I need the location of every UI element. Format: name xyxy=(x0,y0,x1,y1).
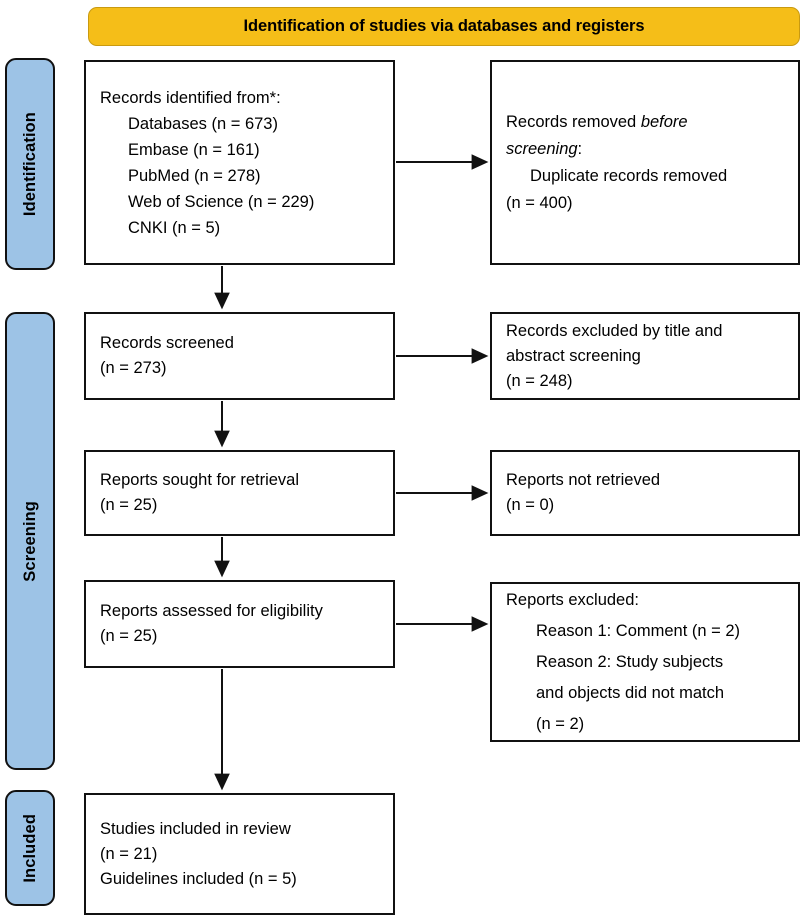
studies-included-guidelines: Guidelines included (n = 5) xyxy=(100,869,297,888)
records-identified-item-web-of-science: Web of Science (n = 229) xyxy=(128,192,315,211)
records-identified-item-pubmed: PubMed (n = 278) xyxy=(128,166,261,185)
stage-tab-included-label: Included xyxy=(20,813,39,883)
studies-included-count: (n = 21) xyxy=(100,844,158,863)
box-studies-included-in-review: Studies included in review (n = 21) Guid… xyxy=(84,793,395,915)
reports-excluded-reason-1: Reason 1: Comment (n = 2) xyxy=(536,621,741,640)
records-removed-line2-plain: : xyxy=(577,139,583,158)
box-records-excluded: Records excluded by title and abstract s… xyxy=(490,312,800,400)
box-reports-not-retrieved: Reports not retrieved (n = 0) xyxy=(490,450,800,536)
reports-sought-count: (n = 25) xyxy=(100,496,158,514)
stage-tab-identification-label: Identification xyxy=(20,111,39,217)
records-excluded-line2: abstract screening xyxy=(506,346,641,365)
box-reports-sought-for-retrieval: Reports sought for retrieval (n = 25) xyxy=(84,450,395,536)
reports-sought-title: Reports sought for retrieval xyxy=(100,471,300,489)
records-screened-title: Records screened xyxy=(100,334,234,352)
records-identified-item-embase: Embase (n = 161) xyxy=(128,140,260,159)
stage-tab-screening: Screening xyxy=(5,312,55,770)
reports-assessed-count: (n = 25) xyxy=(100,627,158,645)
reports-excluded-reason-2-count: (n = 2) xyxy=(536,714,585,733)
records-screened-count: (n = 273) xyxy=(100,359,167,377)
box-records-removed: Records removed before screening: Duplic… xyxy=(490,60,800,265)
stage-tab-identification: Identification xyxy=(5,58,55,270)
diagram-title: Identification of studies via databases … xyxy=(243,17,645,35)
records-excluded-count: (n = 248) xyxy=(506,371,573,390)
reports-not-retrieved-title: Reports not retrieved xyxy=(506,471,661,489)
reports-assessed-title: Reports assessed for eligibility xyxy=(100,602,323,620)
diagram-header-banner: Identification of studies via databases … xyxy=(88,7,800,46)
records-identified-title: Records identified from*: xyxy=(100,88,281,107)
reports-excluded-reason-2-line1: Reason 2: Study subjects xyxy=(536,652,724,671)
records-excluded-line1: Records excluded by title and xyxy=(506,321,723,340)
records-removed-line1-italic: before xyxy=(640,112,688,131)
reports-excluded-reason-2-line2: and objects did not match xyxy=(536,683,725,702)
stage-tab-screening-label: Screening xyxy=(20,500,39,582)
records-removed-line2: screening: xyxy=(506,136,784,163)
records-removed-item: Duplicate records removed xyxy=(530,166,728,185)
records-removed-line2-italic: screening xyxy=(506,139,578,158)
records-identified-item-databases: Databases (n = 673) xyxy=(128,114,278,133)
records-removed-line1: Records removed before xyxy=(506,109,784,136)
records-removed-line1-plain: Records removed xyxy=(506,112,641,131)
box-records-identified: Records identified from*: Databases (n =… xyxy=(84,60,395,265)
box-reports-excluded: Reports excluded: Reason 1: Comment (n =… xyxy=(490,582,800,742)
box-records-screened: Records screened (n = 273) xyxy=(84,312,395,400)
reports-excluded-title: Reports excluded: xyxy=(506,590,639,609)
box-reports-assessed-for-eligibility: Reports assessed for eligibility (n = 25… xyxy=(84,580,395,668)
reports-not-retrieved-count: (n = 0) xyxy=(506,496,555,514)
stage-tab-included: Included xyxy=(5,790,55,906)
studies-included-title: Studies included in review xyxy=(100,819,291,838)
records-identified-item-cnki: CNKI (n = 5) xyxy=(128,218,221,237)
records-removed-count: (n = 400) xyxy=(506,193,573,212)
